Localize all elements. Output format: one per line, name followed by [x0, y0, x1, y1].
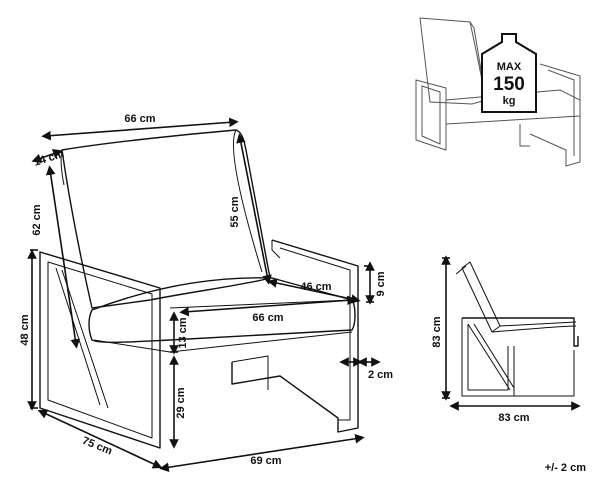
label-seat-depth: 46 cm	[300, 281, 331, 293]
max-weight-value: 150	[493, 74, 525, 95]
dimension-arrows	[27, 117, 381, 473]
label-total-height: 48 cm	[19, 314, 31, 345]
label-side-depth: 83 cm	[498, 412, 529, 424]
label-total-width: 69 cm	[250, 455, 281, 467]
label-arm-height: 9 cm	[375, 271, 387, 296]
label-back-cushion: 55 cm	[229, 196, 241, 227]
label-frame-thickness: 2 cm	[368, 369, 393, 381]
tolerance-note: +/- 2 cm	[545, 462, 586, 474]
label-seat-height: 29 cm	[175, 387, 187, 418]
label-side-height: 83 cm	[431, 316, 443, 347]
label-seat-thickness: 13 cm	[177, 317, 189, 348]
label-seat-width: 66 cm	[252, 312, 283, 324]
label-back-width: 66 cm	[124, 113, 155, 125]
max-weight-unit: kg	[503, 95, 516, 107]
seat-cushion	[88, 277, 356, 344]
max-label: MAX	[497, 61, 522, 73]
weight-icon	[481, 33, 537, 113]
side-view-chair	[455, 261, 579, 397]
label-back-height: 62 cm	[31, 204, 43, 235]
